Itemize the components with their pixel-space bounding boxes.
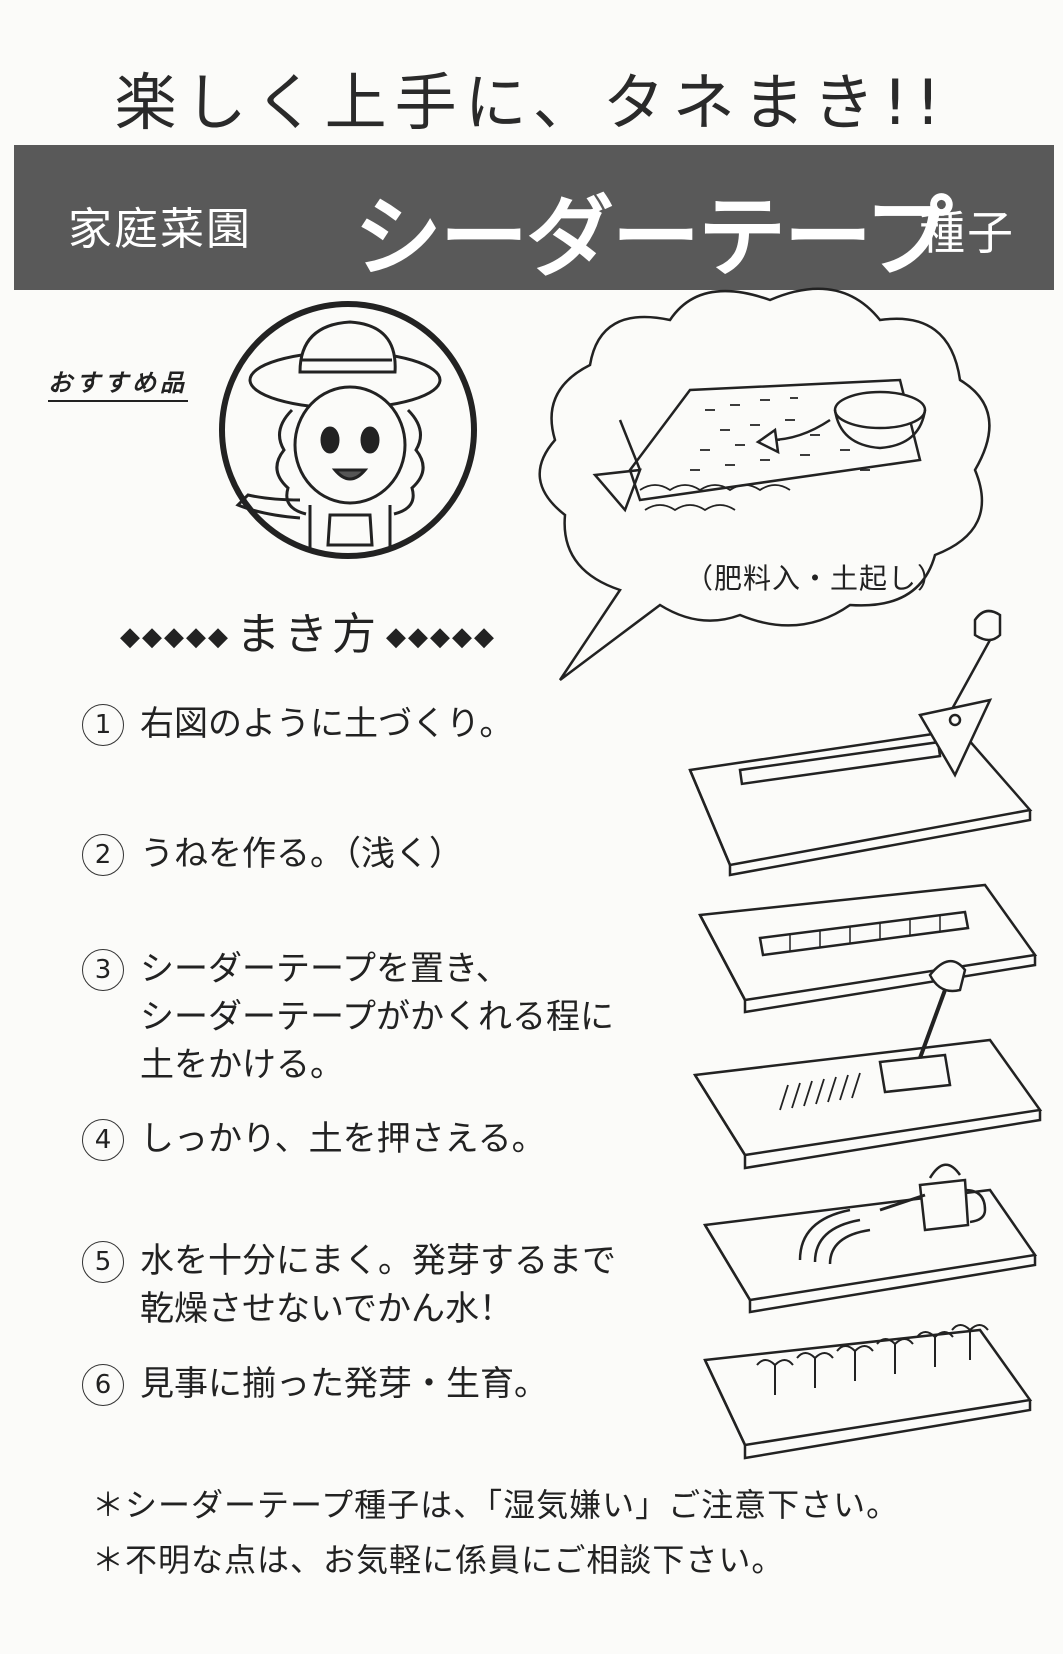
step-number: 1 — [82, 704, 124, 746]
step-4: 4 しっかり、土を押さえる。 — [82, 1115, 546, 1163]
step-number: 2 — [82, 834, 124, 876]
step-text: シーダーテープを置き、 — [140, 949, 510, 989]
banner-suffix: 種子 — [919, 206, 1015, 260]
bubble-caption: （肥料入・土起し） — [685, 562, 947, 595]
step-text: 水を十分にまく。発芽するまで — [140, 1241, 616, 1281]
step-2: 2 うねを作る。（浅く） — [82, 830, 463, 878]
step-text: 乾燥させないでかん水！ — [140, 1289, 513, 1329]
mascot-illustration — [219, 301, 477, 559]
recommend-badge: おすすめ品 — [48, 363, 188, 402]
step-5: 5 水を十分にまく。発芽するまで乾燥させないでかん水！ — [82, 1237, 616, 1333]
section-heading: ◆◆◆◆◆まき方◆◆◆◆◆ — [120, 598, 496, 662]
step-text: 見事に揃った発芽・生育。 — [140, 1364, 548, 1404]
diamond-deco-right: ◆◆◆◆◆ — [385, 622, 496, 652]
step1-illustration — [688, 609, 1033, 877]
step-3: 3 シーダーテープを置き、シーダーテープがかくれる程に土をかける。 — [82, 945, 614, 1089]
step-1: 1 右図のように土づくり。 — [82, 700, 513, 748]
step-text: しっかり、土を押さえる。 — [140, 1119, 546, 1159]
diamond-deco-left: ◆◆◆◆◆ — [120, 622, 230, 652]
step-text: うねを作る。（浅く） — [140, 834, 463, 874]
brand-name: シーダーテープ — [354, 186, 953, 289]
step-number: 3 — [82, 949, 124, 991]
banner-prefix: 家庭菜園 — [68, 204, 252, 255]
section-title: まき方 — [235, 609, 380, 660]
step-text: 土をかける。 — [140, 1045, 344, 1085]
step-number: 6 — [82, 1364, 124, 1406]
page-title: 楽しく上手に、タネまき!! — [114, 66, 949, 139]
note-contact: ＊不明な点は、お気軽に係員にご相談下さい。 — [92, 1541, 785, 1579]
step-text: 右図のように土づくり。 — [140, 704, 514, 744]
soil-prep-bubble — [538, 287, 991, 681]
step4-illustration — [692, 960, 1043, 1170]
step-number: 4 — [82, 1119, 124, 1161]
step5-illustration — [702, 1163, 1038, 1314]
step-text: シーダーテープがかくれる程に — [140, 997, 614, 1037]
step-number: 5 — [82, 1241, 124, 1283]
product-banner: 家庭菜園 シーダーテープ 種子 — [14, 145, 1054, 290]
step6-illustration — [703, 1324, 1033, 1460]
step2-illustration — [698, 883, 1038, 1014]
note-humidity: ＊シーダーテープ種子は、「湿気嫌い」ご注意下さい。 — [92, 1486, 900, 1524]
step-6: 6 見事に揃った発芽・生育。 — [82, 1360, 548, 1408]
